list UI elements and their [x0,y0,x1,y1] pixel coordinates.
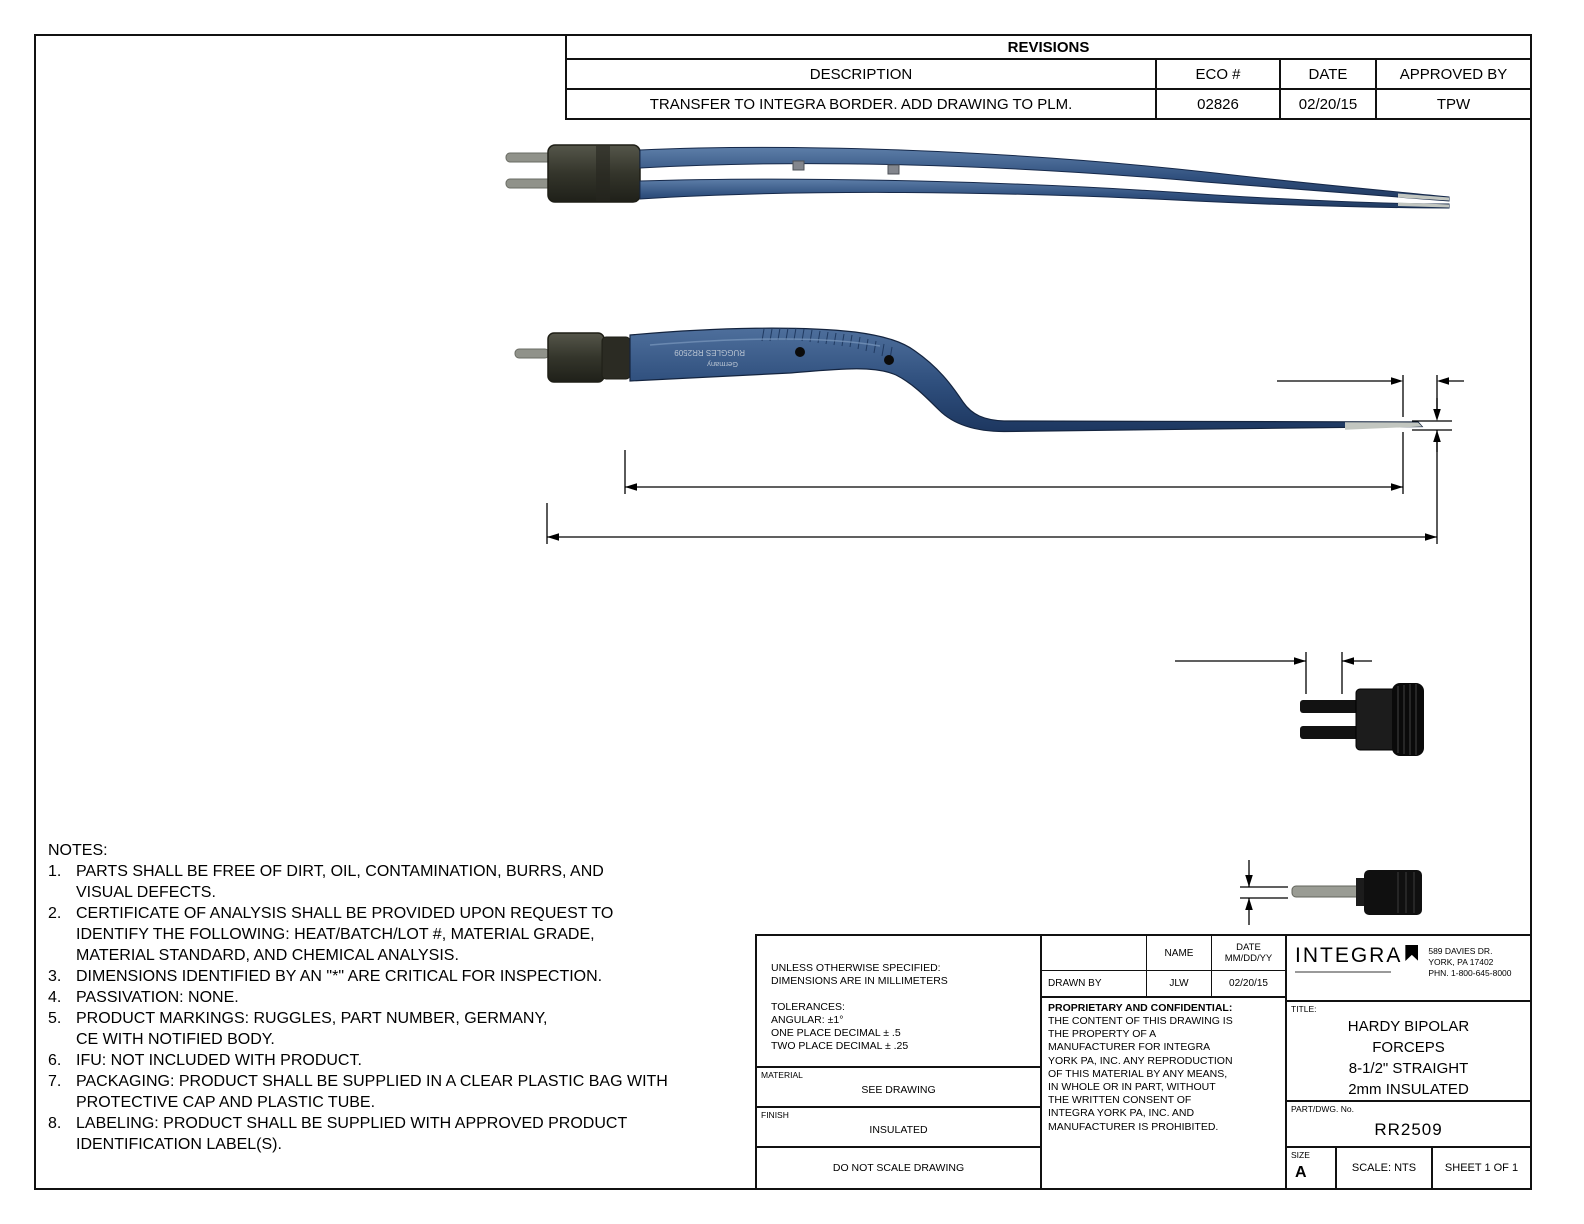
revisions-col-eco: ECO # [1155,60,1279,88]
part-number-cell: PART/DWG. No. RR2509 [1287,1102,1530,1148]
notes-title: NOTES: [48,842,108,859]
revisions-col-date: DATE [1279,60,1375,88]
part-number-label: PART/DWG. No. [1291,1104,1354,1114]
size-value: A [1295,1164,1307,1181]
date-header-line2: MM/DD/YY [1224,953,1273,964]
title-line: 8-1/2" STRAIGHT [1348,1060,1469,1077]
note-number: 6. [48,1052,62,1069]
proprietary-body: THE CONTENT OF THIS DRAWING IS THE PROPE… [1048,1015,1233,1133]
note-text: CERTIFICATE OF ANALYSIS SHALL BE PROVIDE… [76,905,614,964]
drawing-title-cell: TITLE: HARDY BIPOLAR FORCEPS 8-1/2" STRA… [1287,1002,1530,1102]
note-number: 5. [48,1010,62,1027]
drawn-by-name: JLW [1146,970,1211,996]
title-block-middle-column: NAME DATE MM/DD/YY DRAWN BY JLW 02/20/15… [1042,936,1287,1188]
spec-line: DIMENSIONS ARE IN MILLIMETERS [771,975,948,987]
note-number: 2. [48,905,62,922]
note-text: LABELING: PRODUCT SHALL BE SUPPLIED WITH… [76,1115,628,1153]
company-address: 589 DAVIES DR. YORK, PA 17402 PHN. 1-800… [1428,946,1511,1000]
note-item: 3. DIMENSIONS IDENTIFIED BY AN "*" ARE C… [48,966,708,987]
integra-flag-icon [1405,945,1419,961]
title-line: 2mm INSULATED [1348,1081,1469,1098]
note-text: PRODUCT MARKINGS: RUGGLES, PART NUMBER, … [76,1010,548,1048]
note-text: IFU: NOT INCLUDED WITH PRODUCT. [76,1052,362,1069]
notes-section: NOTES: 1. PARTS SHALL BE FREE OF DIRT, O… [48,840,708,1155]
do-not-scale-cell: DO NOT SCALE DRAWING [832,1162,965,1174]
revisions-table: REVISIONS DESCRIPTION ECO # DATE APPROVE… [565,34,1532,120]
spec-line: UNLESS OTHERWISE SPECIFIED: [771,962,941,974]
date-header: DATE MM/DD/YY [1211,936,1285,970]
material-label: MATERIAL [761,1070,803,1080]
note-item: 4. PASSIVATION: NONE. [48,987,708,1008]
material-value: SEE DRAWING [861,1084,936,1096]
spec-line: ANGULAR: ±1° [771,1014,844,1026]
date-header-line1: DATE [1236,942,1261,953]
spec-line: TOLERANCES: [771,1001,845,1013]
finish-cell: FINISH INSULATED [757,1108,1040,1148]
empty-cell [1042,936,1146,970]
note-number: 8. [48,1115,62,1132]
address-line: 589 DAVIES DR. [1428,946,1493,956]
revisions-col-approved: APPROVED BY [1375,60,1530,88]
company-name: INTEGRA [1295,944,1403,967]
sheet-cell: SHEET 1 OF 1 [1444,1162,1519,1174]
drawing-title: HARDY BIPOLAR FORCEPS 8-1/2" STRAIGHT 2m… [1287,1016,1530,1100]
size-scale-sheet-row: SIZE A SCALE: NTS SHEET 1 OF 1 [1287,1148,1530,1188]
note-text: PARTS SHALL BE FREE OF DIRT, OIL, CONTAM… [76,863,604,901]
revisions-data-row: TRANSFER TO INTEGRA BORDER. ADD DRAWING … [567,90,1530,118]
revisions-col-description: DESCRIPTION [809,65,913,83]
note-text: PACKAGING: PRODUCT SHALL BE SUPPLIED IN … [76,1073,668,1111]
logo-tagline-rule [1295,971,1391,973]
revision-date: 02/20/15 [1279,90,1375,118]
size-cell: SIZE A [1287,1148,1337,1188]
revisions-title: REVISIONS [567,36,1530,60]
finish-value: INSULATED [869,1124,928,1136]
title-block-left-column: UNLESS OTHERWISE SPECIFIED: DIMENSIONS A… [757,936,1042,1188]
name-header: NAME [1146,936,1211,970]
part-number: RR2509 [1374,1120,1443,1139]
drawn-by-date: 02/20/15 [1211,970,1285,996]
title-line: HARDY BIPOLAR [1347,1018,1470,1035]
note-item: 7. PACKAGING: PRODUCT SHALL BE SUPPLIED … [48,1071,708,1113]
note-item: 5. PRODUCT MARKINGS: RUGGLES, PART NUMBE… [48,1008,708,1050]
spec-line: ONE PLACE DECIMAL ± .5 [771,1027,901,1039]
address-line: PHN. 1-800-645-8000 [1428,968,1512,978]
title-line: FORCEPS [1372,1039,1445,1056]
note-number: 7. [48,1073,62,1090]
revision-approved-by: TPW [1375,90,1530,118]
address-line: YORK, PA 17402 [1428,957,1494,967]
finish-label: FINISH [761,1110,789,1120]
drawn-by-grid: NAME DATE MM/DD/YY DRAWN BY JLW 02/20/15 [1042,936,1285,998]
integra-logo: INTEGRA [1295,944,1419,1000]
spec-line: TWO PLACE DECIMAL ± .25 [771,1040,909,1052]
note-number: 1. [48,863,62,880]
tolerance-spec-cell: UNLESS OTHERWISE SPECIFIED: DIMENSIONS A… [757,936,1040,1068]
revisions-header-row: DESCRIPTION ECO # DATE APPROVED BY [567,60,1530,90]
proprietary-notice: PROPRIETARY AND CONFIDENTIAL: THE CONTEN… [1042,998,1285,1188]
company-cell: INTEGRA 589 DAVIES DR. YORK, PA 17402 PH… [1287,936,1530,1002]
note-item: 6. IFU: NOT INCLUDED WITH PRODUCT. [48,1050,708,1071]
size-label: SIZE [1291,1150,1310,1160]
note-number: 3. [48,968,62,985]
proprietary-heading: PROPRIETARY AND CONFIDENTIAL: [1048,1002,1233,1014]
revision-description: TRANSFER TO INTEGRA BORDER. ADD DRAWING … [649,95,1073,113]
material-cell: MATERIAL SEE DRAWING [757,1068,1040,1108]
note-text: DIMENSIONS IDENTIFIED BY AN "*" ARE CRIT… [76,968,603,985]
scale-cell: SCALE: NTS [1337,1148,1433,1188]
note-item: 1. PARTS SHALL BE FREE OF DIRT, OIL, CON… [48,861,708,903]
note-item: 8. LABELING: PRODUCT SHALL BE SUPPLIED W… [48,1113,708,1155]
revision-eco-number: 02826 [1155,90,1279,118]
title-label: TITLE: [1291,1004,1317,1014]
title-block: UNLESS OTHERWISE SPECIFIED: DIMENSIONS A… [755,934,1532,1190]
note-item: 2. CERTIFICATE OF ANALYSIS SHALL BE PROV… [48,903,708,966]
note-number: 4. [48,989,62,1006]
title-block-right-column: INTEGRA 589 DAVIES DR. YORK, PA 17402 PH… [1287,936,1530,1188]
note-text: PASSIVATION: NONE. [76,989,239,1006]
drawn-by-label: DRAWN BY [1042,970,1146,996]
